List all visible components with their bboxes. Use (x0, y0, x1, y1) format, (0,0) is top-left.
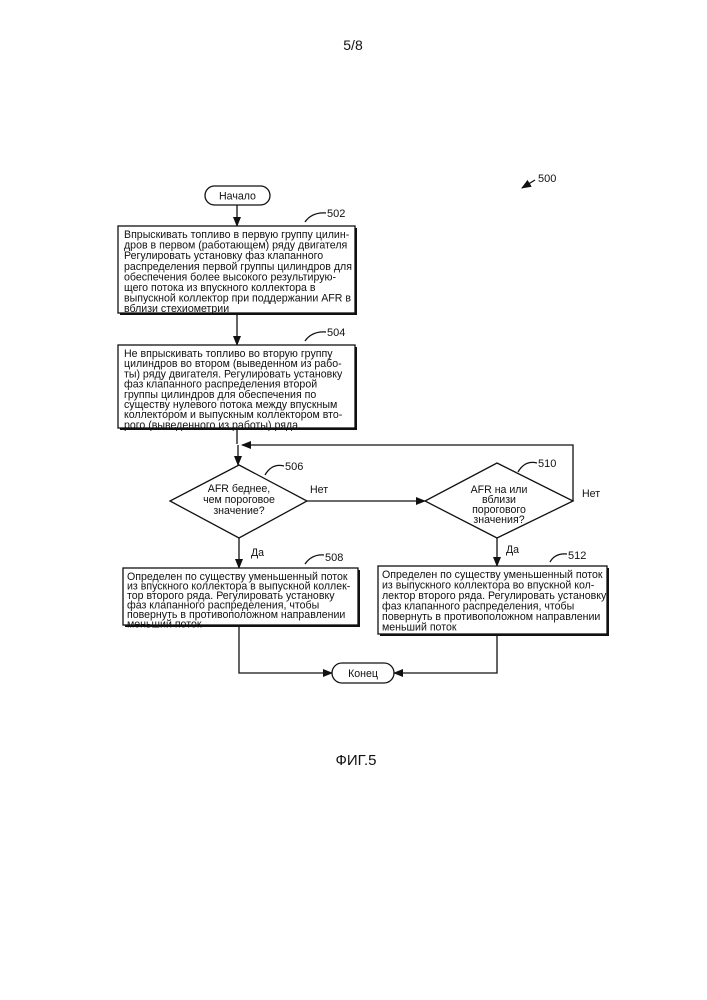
page-number: 5/8 (343, 37, 363, 53)
step-504-text: Не впрыскивать топливо во вторую группуц… (124, 348, 343, 431)
connector-arrow (239, 627, 332, 673)
branch-no-506: Нет (310, 484, 328, 496)
step-512-label: 512 (568, 550, 586, 562)
svg-text:500: 500 (538, 173, 556, 185)
connector-arrow (394, 636, 497, 673)
step-504-label: 504 (327, 327, 345, 339)
text-line: меньший поток (127, 619, 202, 631)
step-510-text: AFR на иливблизипороговогозначения? (471, 484, 528, 526)
figure-caption: ФИГ.5 (336, 752, 377, 769)
decision-506-label: 506 (285, 461, 303, 473)
step-502-text: Впрыскивать топливо в первую группу цили… (124, 229, 352, 315)
branch-yes-510: Да (506, 544, 519, 556)
step-506-text: AFR беднее,чем пороговоезначение? (203, 483, 275, 517)
step-502-label: 502 (327, 208, 345, 220)
text-line: рого (выведенного из работы) ряда. (124, 419, 301, 431)
step-508: Определен по существу уменьшенный потоки… (123, 552, 360, 631)
text-line: значение? (213, 505, 264, 517)
branch-no-510: Нет (582, 488, 600, 500)
decision-510: AFR на иливблизипороговогозначения? 510 (425, 458, 573, 538)
text-line: значения? (473, 514, 524, 526)
step-508-label: 508 (325, 552, 343, 564)
svg-text:Конец: Конец (348, 668, 378, 680)
text-line: меньший поток (382, 622, 457, 634)
decision-506: AFR беднее,чем пороговоезначение? 506 (170, 461, 307, 538)
svg-text:Начало: Начало (219, 191, 256, 203)
text-line: вблизи стехиометрии (124, 303, 229, 315)
branch-yes-506: Да (251, 547, 264, 559)
end-terminal: Конец (332, 663, 394, 683)
start-terminal: Начало (205, 186, 270, 205)
step-512: Определен по существу уменьшенный потоки… (378, 550, 609, 636)
decision-510-label: 510 (538, 458, 556, 470)
figure-ref: 500 (522, 173, 556, 188)
